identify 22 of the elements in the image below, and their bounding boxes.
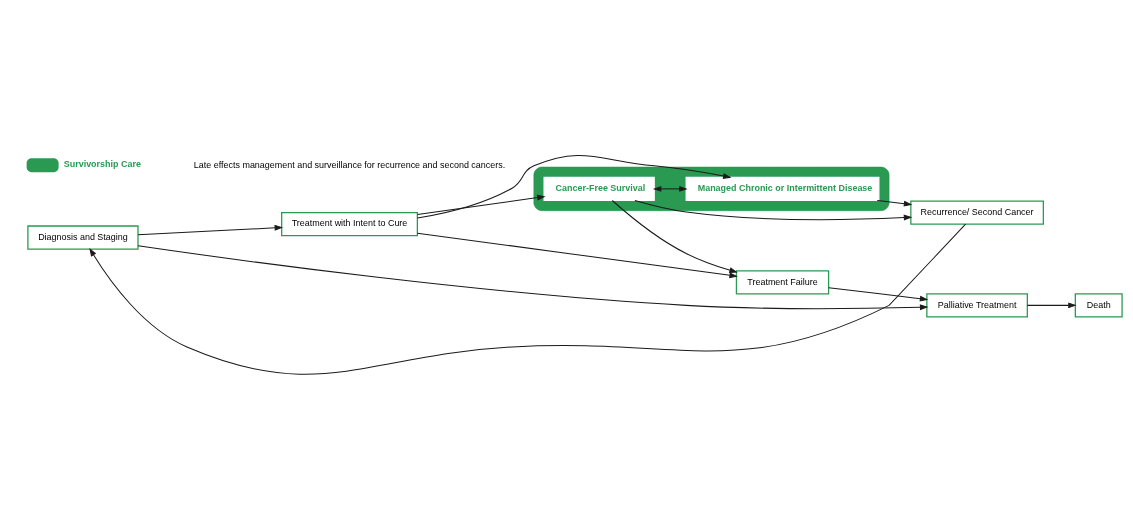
node-box: Palliative Treatment [926,293,1028,318]
arrow [417,194,546,216]
arrow [634,199,913,221]
arrow [137,245,929,311]
arrow [876,199,913,207]
label: Late effects management and surveillance for recurrence and second cancers. [193,159,506,170]
arrow [652,185,688,192]
arrow [611,200,738,274]
arrow [416,232,738,279]
node-box: Managed Chronic or Intermittent Disease [685,176,880,202]
arrow [1026,302,1077,309]
node-box: Cancer-Free Survival [543,176,655,202]
arrow [89,223,967,375]
arrow [137,224,284,236]
arrow [417,155,732,219]
arrow [828,287,929,302]
node-box: Diagnosis and Staging [27,225,139,250]
node-box: Treatment Failure [735,270,830,295]
node-box: Recurrence/ Second Cancer [910,200,1044,225]
legend-label: Survivorship Care [63,158,141,169]
node-box: Treatment with Intent to Cure [281,211,418,237]
node-box: Death [1074,293,1123,318]
